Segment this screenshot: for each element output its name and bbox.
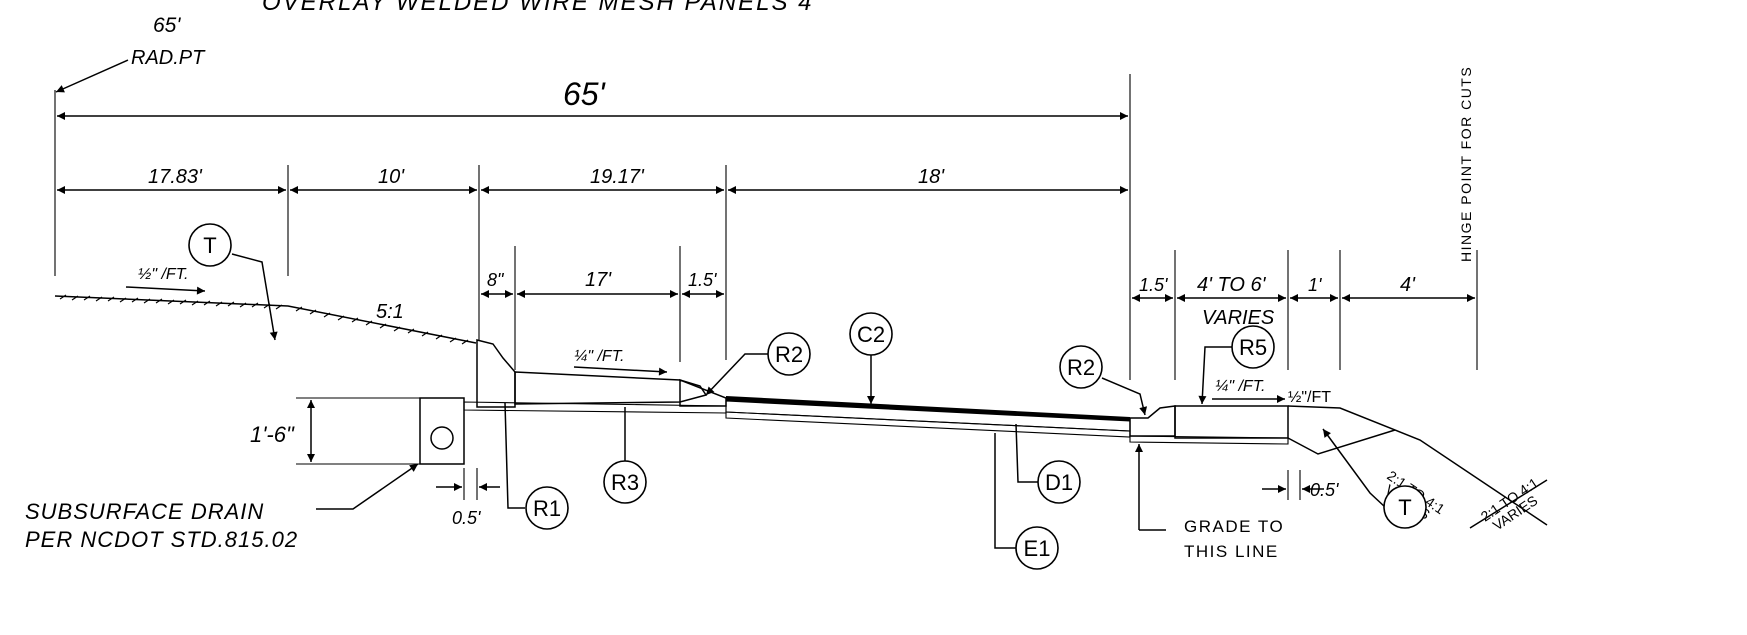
callout-circle-r2-left	[767, 332, 811, 376]
callout-circle-r5	[1231, 325, 1275, 369]
callout-d1: D1	[1045, 470, 1073, 495]
left-grade-label: ½" /FT.	[138, 266, 188, 283]
callout-c2: C2	[857, 322, 885, 347]
right-sub-dim-a: 1.5'	[1139, 275, 1168, 295]
left-sub-dim-1: 8"	[487, 270, 505, 290]
grade-note-line2: THIS LINE	[1184, 542, 1279, 561]
segment-dim-1: 17.83'	[148, 166, 203, 188]
gutter-grade-arrow	[573, 366, 668, 376]
callout-t-right: T	[1398, 495, 1411, 520]
right-sub-dim-b: 4' TO 6'	[1197, 274, 1267, 296]
right-base-course	[1129, 435, 1289, 445]
pavement-surface-layer	[726, 396, 1130, 421]
callout-r3: R3	[611, 470, 639, 495]
callout-circle-r3	[603, 460, 647, 504]
right-curb	[1129, 405, 1176, 437]
grade-note-line1: GRADE TO	[1184, 517, 1284, 536]
callout-r2-left: R2	[775, 342, 803, 367]
right-offset-label: 0.5'	[1310, 480, 1339, 500]
fill-slope-divider	[1469, 479, 1548, 529]
callout-circle-e1	[1015, 526, 1059, 570]
callout-circle-t-left	[188, 223, 232, 267]
callout-circle-r1	[525, 486, 569, 530]
subsurface-drain-pipe	[430, 426, 454, 450]
callout-circle-d1	[1037, 460, 1081, 504]
title-partial: OVERLAY WELDED WIRE MESH PANELS 4	[262, 0, 813, 16]
right-shoulder	[1174, 405, 1289, 439]
callout-t-left: T	[203, 233, 216, 258]
gutter-slab	[514, 371, 708, 405]
segment-dim-4: 18'	[918, 166, 945, 188]
callout-r1: R1	[533, 496, 561, 521]
callout-circle-r2-right	[1059, 345, 1103, 389]
vertical-dimension-label: 1'-6"	[250, 422, 295, 447]
gutter-end	[679, 378, 727, 407]
side-slope-label: 5:1	[376, 301, 404, 323]
drain-note-leader	[316, 463, 419, 510]
right-grade-label: ¼" /FT.	[1215, 378, 1265, 395]
callout-r2-right: R2	[1067, 355, 1095, 380]
right-sub-dim-b-note: VARIES	[1202, 307, 1275, 329]
right-subgrade-slope	[1287, 429, 1396, 455]
right-shoulder-slope	[1287, 405, 1548, 526]
segment-dim-3: 19.17'	[590, 166, 645, 188]
right-sub-dim-c: 1'	[1308, 275, 1322, 295]
subsurface-drain-trench	[419, 397, 465, 465]
left-curb	[476, 339, 516, 408]
drain-note-line2: PER NCDOT STD.815.02	[25, 527, 298, 552]
overall-dimension-label: 65'	[563, 76, 607, 112]
drain-note-line1: SUBSURFACE DRAIN	[25, 499, 264, 524]
left-grade-arrow	[125, 286, 206, 295]
left-sub-dim-3: 1.5'	[688, 270, 717, 290]
right-sub-dim-d: 4'	[1400, 274, 1416, 296]
segment-dim-2: 10'	[378, 166, 405, 188]
extension-lines	[54, 74, 1478, 380]
ground-surface-left	[54, 294, 477, 345]
callout-circle-c2	[849, 312, 893, 356]
callout-r5: R5	[1239, 335, 1267, 360]
left-sub-dim-2: 17'	[585, 269, 612, 291]
radius-value: 65'	[153, 14, 181, 37]
callout-leaders	[231, 253, 1386, 549]
radius-leader	[55, 59, 129, 93]
left-offset-label: 0.5'	[452, 508, 481, 528]
right-shoulder-grade-label: ½"/FT	[1288, 389, 1331, 406]
gutter-grade-label: ¼" /FT.	[574, 348, 624, 365]
callout-circle-t-right	[1383, 485, 1427, 529]
hinge-point-label: HINGE POINT FOR CUTS	[1458, 66, 1474, 262]
callout-e1: E1	[1024, 536, 1051, 561]
radius-label: RAD.PT	[131, 47, 206, 69]
